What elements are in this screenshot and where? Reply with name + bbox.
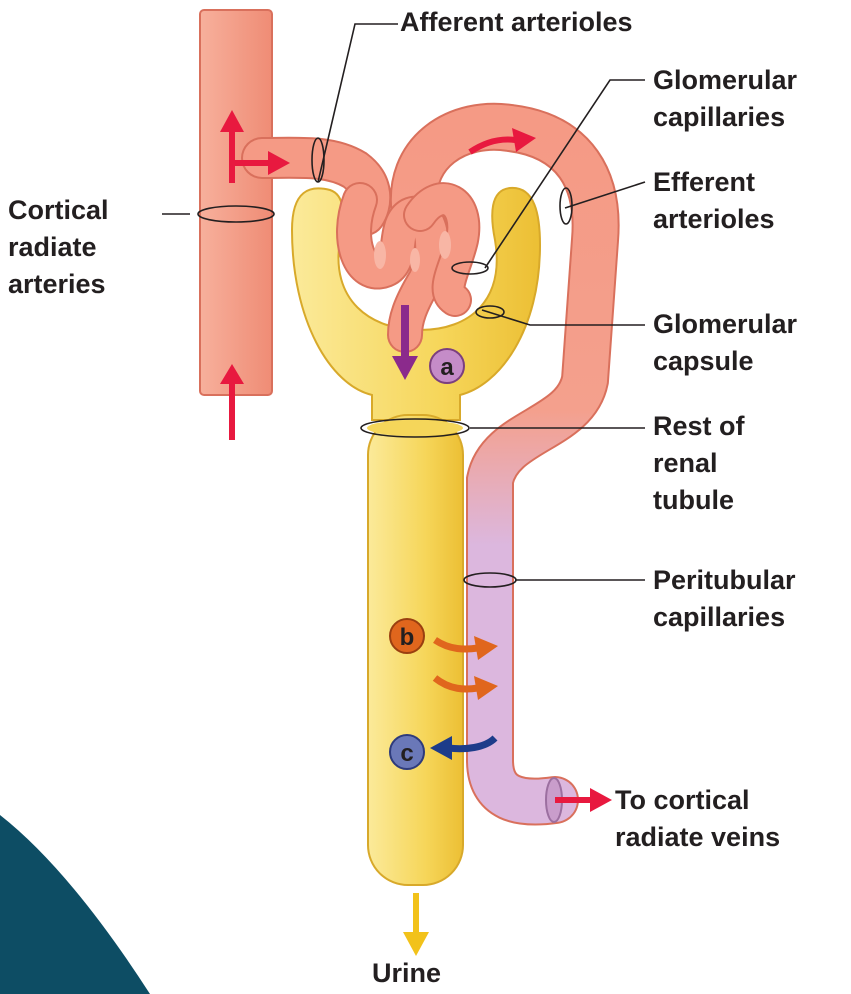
urine-arrow bbox=[403, 893, 429, 956]
label-urine: Urine bbox=[372, 955, 441, 992]
label-cortical-radiate-arteries: Cortical radiate arteries bbox=[8, 192, 109, 303]
svg-text:c: c bbox=[400, 740, 413, 767]
label-glomerular-capsule: Glomerular capsule bbox=[653, 306, 797, 380]
marker-a: a bbox=[430, 349, 464, 383]
label-efferent-arterioles: Efferent arterioles bbox=[653, 164, 775, 238]
corner-decoration bbox=[0, 815, 150, 994]
marker-c: c bbox=[390, 735, 424, 769]
label-glomerular-capillaries: Glomerular capillaries bbox=[653, 62, 797, 136]
svg-text:b: b bbox=[400, 624, 415, 651]
label-to-cortical-radiate-veins: To cortical radiate veins bbox=[615, 782, 780, 856]
marker-b: b bbox=[390, 619, 424, 653]
label-peritubular-capillaries: Peritubular capillaries bbox=[653, 562, 796, 636]
svg-text:a: a bbox=[440, 354, 454, 381]
cortical-radiate-artery bbox=[200, 10, 272, 395]
label-rest-of-renal-tubule: Rest of renal tubule bbox=[653, 408, 745, 519]
label-afferent-arterioles: Afferent arterioles bbox=[400, 4, 633, 41]
